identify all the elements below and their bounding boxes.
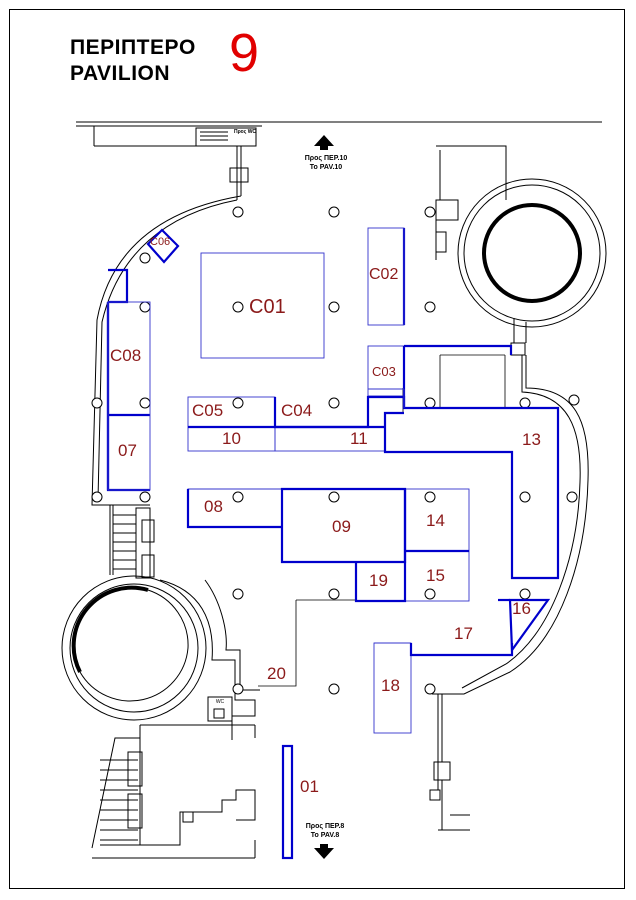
stand-label-20: 20 bbox=[267, 664, 286, 683]
stand-label-08: 08 bbox=[204, 497, 223, 516]
walls bbox=[61, 121, 607, 859]
stand-label-c04: C04 bbox=[281, 401, 313, 420]
stand-label-c03: C03 bbox=[372, 364, 396, 379]
direction-bottom-english: To PAV.8 bbox=[310, 832, 340, 839]
title-greek: ΠΕΡΙΠΤΕΡΟ bbox=[70, 36, 196, 59]
arrow-up-icon bbox=[314, 135, 334, 150]
stand-17[interactable] bbox=[409, 643, 514, 657]
stand-11[interactable] bbox=[274, 426, 386, 452]
stand-label-16: 16 bbox=[512, 599, 531, 618]
stand-label-10: 10 bbox=[222, 429, 241, 448]
columns bbox=[91, 206, 580, 695]
stand-16[interactable] bbox=[508, 598, 551, 654]
stand-label-17: 17 bbox=[454, 624, 473, 643]
direction-bottom-greek: Προς ΠΕΡ.8 bbox=[305, 823, 345, 830]
stand-label-c08: C08 bbox=[110, 346, 142, 365]
stand-19[interactable] bbox=[354, 489, 407, 603]
title-english: PAVILION bbox=[70, 62, 171, 85]
wc-top-label: Προς WC bbox=[233, 129, 257, 135]
stand-label-18: 18 bbox=[381, 676, 400, 695]
stand-label-c01: C01 bbox=[249, 296, 286, 318]
stand-label-c05: C05 bbox=[192, 401, 224, 420]
arrow-down-icon bbox=[314, 844, 334, 859]
stand-label-c06: C06 bbox=[150, 236, 171, 248]
stand-outlines-bold bbox=[106, 228, 560, 860]
stand-label-14: 14 bbox=[426, 511, 445, 530]
stand-c01[interactable] bbox=[200, 252, 325, 359]
stand-label-c02: C02 bbox=[369, 266, 399, 283]
map-frame bbox=[9, 9, 625, 889]
stand-label-15: 15 bbox=[426, 566, 445, 585]
stand-label-19: 19 bbox=[369, 571, 388, 590]
stand-13[interactable] bbox=[383, 346, 560, 580]
direction-top-english: To PAV.10 bbox=[309, 164, 343, 171]
stand-c02[interactable] bbox=[367, 227, 405, 326]
stand-label-01: 01 bbox=[300, 777, 319, 796]
stand-label-13: 13 bbox=[522, 430, 541, 449]
stand-01[interactable] bbox=[281, 744, 294, 860]
stand-c06[interactable] bbox=[146, 228, 180, 264]
stand-label-11: 11 bbox=[350, 429, 368, 448]
direction-top-greek: Προς ΠΕΡ.10 bbox=[304, 155, 348, 162]
stand-label-07: 07 bbox=[118, 441, 137, 460]
pavilion-number: 9 bbox=[229, 23, 260, 83]
wc-label: WC bbox=[215, 699, 225, 705]
stand-label-09: 09 bbox=[332, 517, 351, 536]
